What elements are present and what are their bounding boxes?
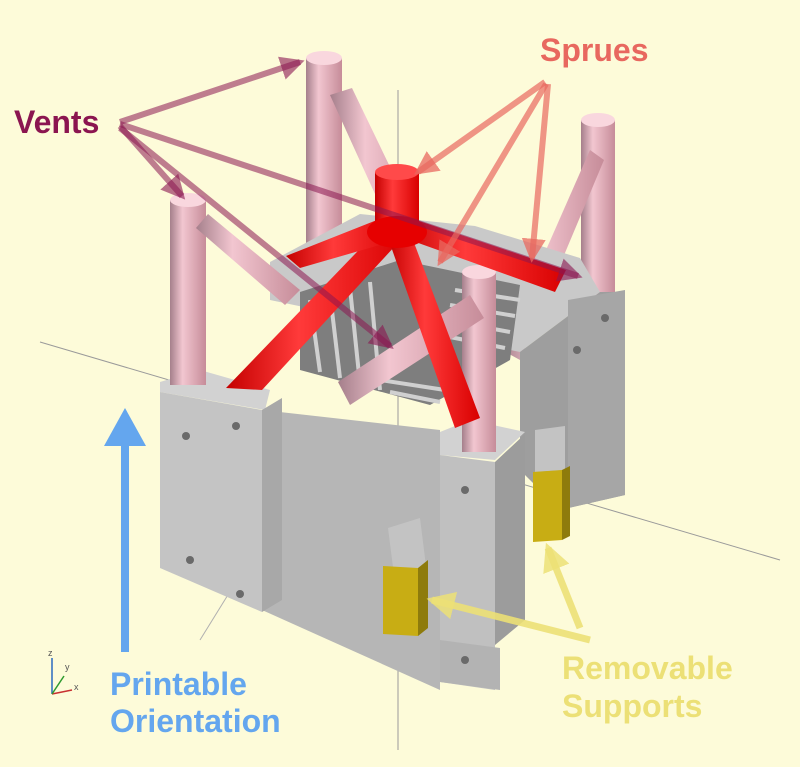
sprues-label: Sprues xyxy=(540,32,649,68)
orientation-arrow xyxy=(104,408,146,652)
printable-orientation-line2: Orientation xyxy=(110,703,281,739)
vent-pole-back-right xyxy=(581,113,615,298)
vent-pole-front-right xyxy=(462,265,496,452)
support-arrows xyxy=(426,542,591,644)
removable-supports-label: Removable Supports xyxy=(562,649,733,725)
axis-y-label: y xyxy=(65,662,70,672)
printable-orientation-label: Printable Orientation xyxy=(110,666,281,740)
vent-diagonal-front xyxy=(338,295,484,405)
removable-supports-line2: Supports xyxy=(562,688,703,724)
vent-diagonal-left xyxy=(196,214,300,305)
printable-orientation-line1: Printable xyxy=(110,666,247,702)
vent-pole-front-left xyxy=(170,193,206,385)
support-right xyxy=(533,426,570,542)
vents-label: Vents xyxy=(14,104,100,140)
vent-pole-back-left xyxy=(306,51,342,243)
vent-arrows xyxy=(117,56,583,350)
axis-z-label: z xyxy=(48,648,53,658)
removable-supports-line1: Removable xyxy=(562,650,733,686)
support-left xyxy=(383,518,428,636)
sprue-arrows xyxy=(414,79,551,267)
axis-x-label: x xyxy=(74,682,79,692)
axes-gizmo: z y x xyxy=(48,648,79,695)
